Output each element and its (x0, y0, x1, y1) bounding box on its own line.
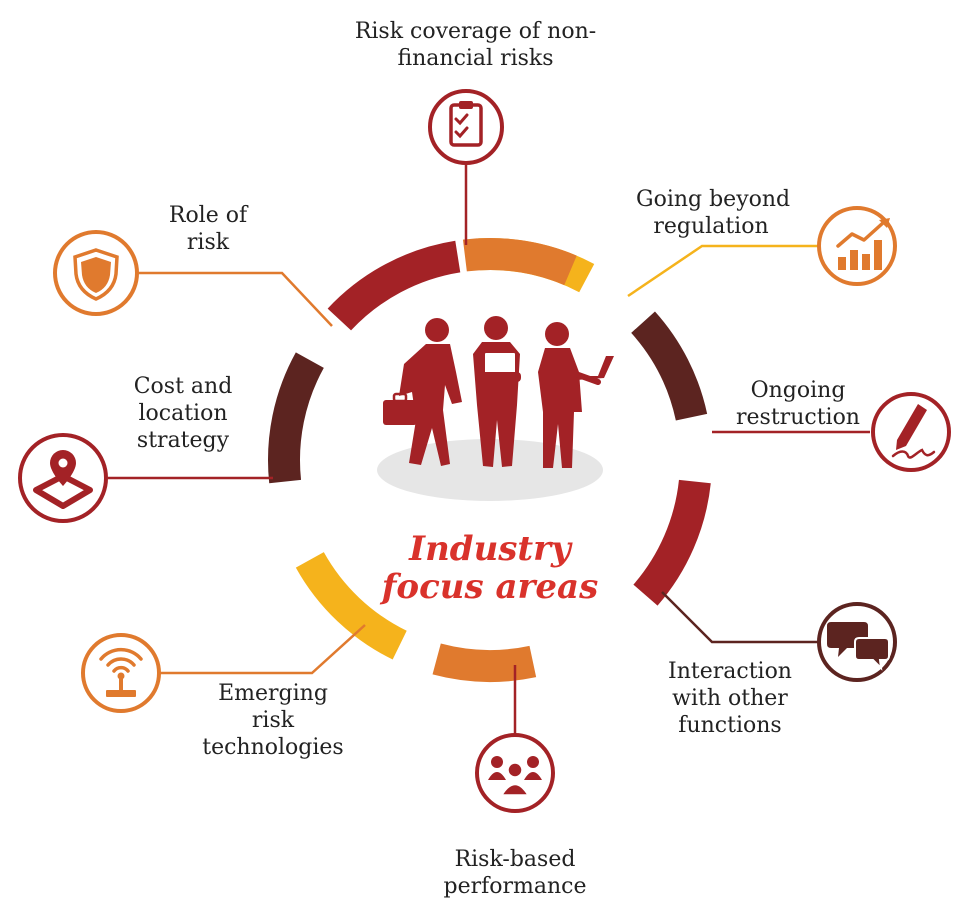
ring-segment-interaction (633, 479, 711, 606)
label-line: Cost and (133, 374, 233, 399)
label-line: performance (443, 874, 587, 899)
center-title: Industry focus areas (380, 530, 600, 606)
label-line: Risk-based (454, 847, 576, 872)
label-line: Going beyond (636, 187, 791, 212)
ring-segment-cost (267, 352, 324, 484)
connector-going-beyond (627, 244, 818, 298)
center-title-line2: focus areas (381, 567, 599, 607)
label-emerging: Emerging risk technologies (188, 680, 358, 761)
label-line: Role of (168, 203, 248, 228)
clipboard-check-icon (428, 89, 504, 165)
label-role: Role of risk (148, 202, 268, 256)
label-line: risk (251, 708, 295, 733)
pen-signature-icon (871, 392, 951, 472)
label-risk-coverage: Risk coverage of non- financial risks (338, 18, 613, 72)
label-line: strategy (136, 428, 230, 453)
label-line: restruction (736, 405, 860, 430)
center-title-line1: Industry (409, 529, 571, 569)
label-interaction: Interaction with other functions (655, 658, 805, 739)
label-line: Emerging (218, 681, 328, 706)
business-people-illustration (377, 316, 614, 501)
label-risk-based: Risk-based performance (430, 846, 600, 900)
team-icon (475, 733, 555, 813)
label-line: regulation (653, 214, 769, 239)
location-pin-icon (18, 433, 108, 523)
shield-icon (53, 230, 139, 316)
label-line: location (138, 401, 228, 426)
label-line: Risk coverage of non- (354, 19, 597, 44)
label-line: technologies (202, 735, 344, 760)
label-line: with other (672, 686, 788, 711)
label-line: risk (186, 230, 230, 255)
growth-chart-icon (817, 206, 897, 286)
label-cost: Cost and location strategy (118, 373, 248, 454)
ring-segment-risk-based (432, 643, 537, 682)
person-silhouette (538, 322, 614, 468)
ring-segment-risk-coverage (462, 238, 577, 286)
connector-role (137, 271, 333, 327)
label-line: Interaction (668, 659, 792, 684)
connector-lines (108, 163, 870, 736)
antenna-icon (81, 633, 161, 713)
chat-bubbles-icon (817, 602, 897, 682)
person-silhouette (473, 316, 521, 467)
label-going-beyond: Going beyond regulation (636, 186, 791, 240)
connector-emerging (160, 624, 366, 675)
label-line: financial risks (397, 46, 554, 71)
ring-segment-emerging (295, 552, 407, 660)
focus-ring (267, 238, 711, 682)
person-silhouette (383, 318, 462, 466)
ring-segment-role (327, 240, 461, 331)
label-ongoing: Ongoing restruction (728, 377, 868, 431)
label-line: functions (678, 713, 782, 738)
icon-circles (18, 89, 951, 813)
label-line: Ongoing (750, 378, 846, 403)
connector-interaction (661, 591, 818, 644)
ring-segment-ongoing (631, 311, 708, 421)
